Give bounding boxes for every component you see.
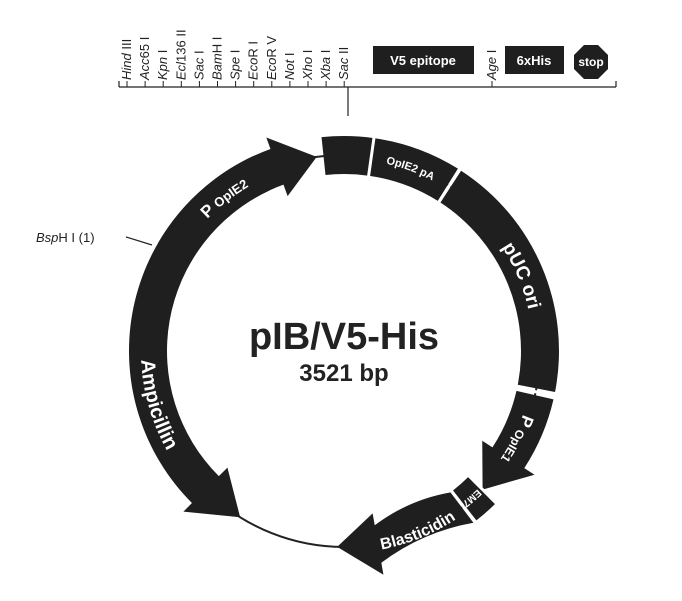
blasticidin-arrow bbox=[337, 492, 474, 575]
stop-codon-label: stop bbox=[578, 55, 603, 69]
v5-epitope-box bbox=[373, 46, 474, 74]
ampicillin-arrow bbox=[128, 156, 270, 518]
opie2-pa-block bbox=[368, 138, 458, 201]
age-site-label: Age I bbox=[484, 50, 499, 81]
mcs-site-label: EcoR I bbox=[246, 41, 261, 80]
em7-promoter-block bbox=[452, 476, 497, 521]
stop-codon-octagon bbox=[574, 45, 608, 79]
popie1-promoter-arrow bbox=[482, 390, 554, 490]
his-tag-label: 6xHis bbox=[517, 53, 552, 68]
mcs-site-label: Sac II bbox=[336, 47, 351, 80]
mcs-site-label: Xba I bbox=[318, 50, 333, 81]
plasmid-name: pIB/V5-His bbox=[249, 316, 439, 358]
mcs-site-label: Not I bbox=[282, 53, 297, 80]
v5-epitope-label: V5 epitope bbox=[390, 53, 456, 68]
mcs-site-label: Spe I bbox=[228, 50, 243, 80]
bsph-site-label: BspH I (1) bbox=[36, 230, 95, 245]
feature-separator bbox=[514, 385, 557, 398]
mcs-site-label: Kpn I bbox=[155, 50, 170, 80]
mcs-site-label: EcoR V bbox=[264, 36, 279, 80]
mcs-site-label: Acc65 I bbox=[137, 37, 152, 81]
feature-separator bbox=[466, 473, 499, 506]
his-tag-box bbox=[505, 46, 564, 74]
mcs-site-label: Hind III bbox=[119, 39, 134, 80]
plasmid-size: 3521 bp bbox=[299, 360, 388, 387]
feature-separator bbox=[436, 167, 462, 205]
mcs-site-label: Sac I bbox=[191, 50, 206, 80]
puc-ori-block bbox=[440, 170, 559, 393]
mcs-site-label: Xho I bbox=[300, 50, 315, 81]
feature-separator bbox=[366, 135, 376, 178]
mcs-site-label: BamH I bbox=[210, 37, 225, 80]
mcs-bracket bbox=[118, 81, 617, 116]
mcs-site-label: Ecl136 II bbox=[173, 29, 188, 80]
mcs-block bbox=[321, 136, 374, 176]
bsph-site-tick bbox=[125, 236, 153, 246]
feature-separator bbox=[449, 488, 478, 525]
